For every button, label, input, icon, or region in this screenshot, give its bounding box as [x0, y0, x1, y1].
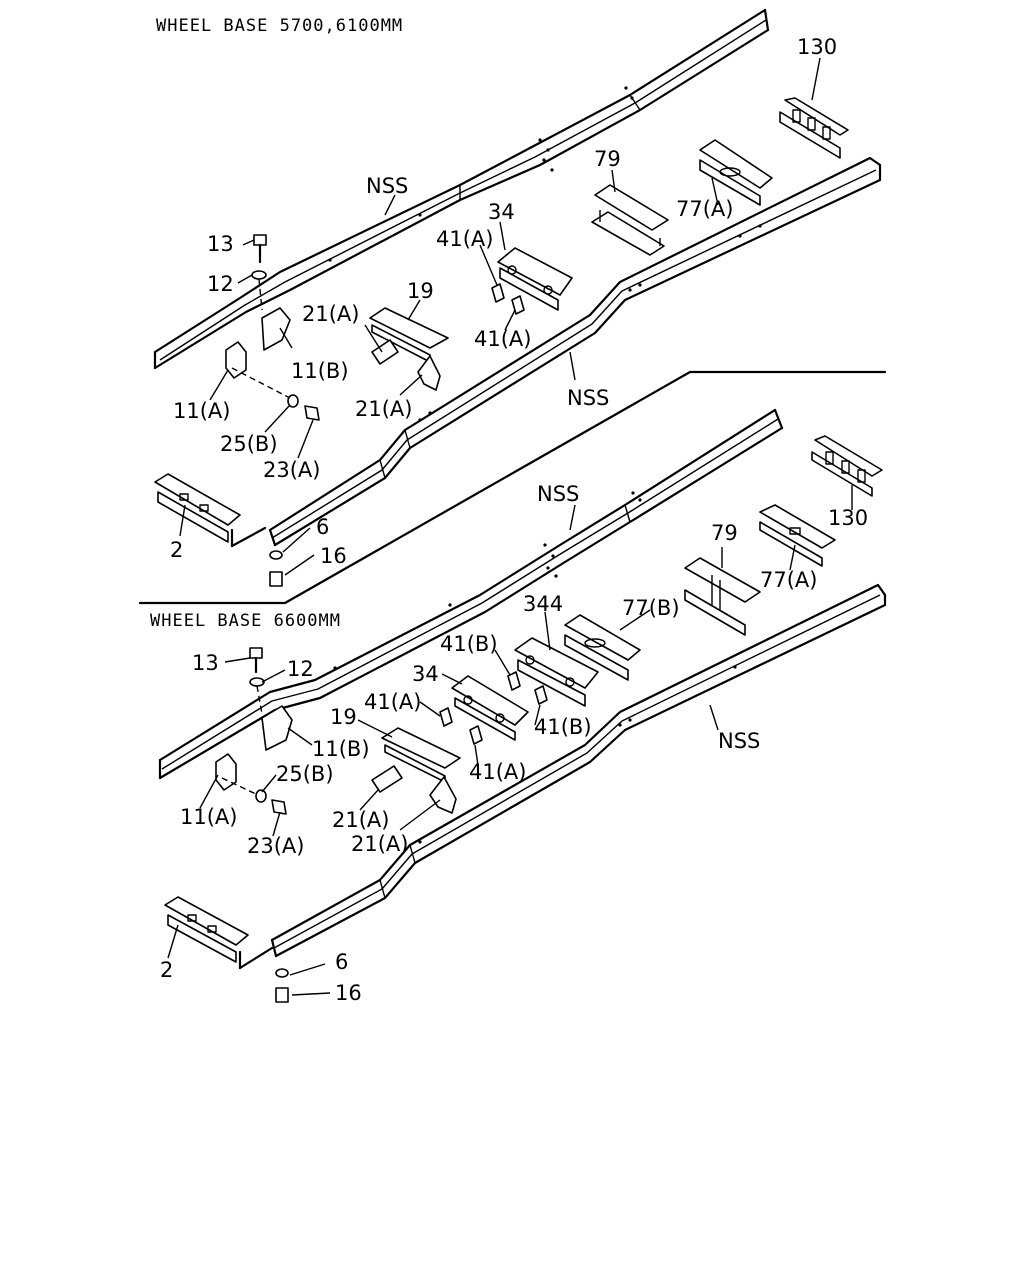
bottom-part-77b-crossmember	[564, 614, 641, 681]
top-label-41a-lower: 41(A)	[474, 327, 531, 351]
top-label-77a: 77(A)	[676, 197, 733, 221]
bottom-label-23a: 23(A)	[247, 834, 304, 858]
bottom-label-12: 12	[287, 657, 314, 681]
top-label-11b: 11(B)	[291, 359, 349, 383]
top-part-21a-brackets	[371, 339, 441, 391]
bottom-callout-labels: 130 NSS 79 77(A) 344 77(B) 41(B) 34 41(A…	[160, 482, 868, 1005]
top-part-79-crossmember	[591, 184, 669, 256]
bottom-part-2-front-crossmember	[164, 896, 274, 970]
bottom-right-side-rail	[270, 583, 887, 958]
bottom-label-11b: 11(B)	[312, 737, 370, 761]
bottom-label-19: 19	[330, 705, 357, 729]
top-label-11a: 11(A)	[173, 399, 230, 423]
top-part-41a-brackets	[491, 283, 525, 315]
top-label-2: 2	[170, 538, 183, 562]
top-part-130-crossmember	[779, 97, 849, 159]
bottom-label-2: 2	[160, 958, 173, 982]
bottom-label-130: 130	[828, 506, 868, 530]
bottom-label-41b-upper: 41(B)	[440, 632, 498, 656]
bottom-label-21a-upper: 21(A)	[332, 808, 389, 832]
bottom-label-nss-upper: NSS	[537, 482, 579, 506]
bottom-label-77b: 77(B)	[622, 596, 680, 620]
top-callout-labels: 130 79 77(A) NSS 34 41(A) 41(A) 13 12 19…	[170, 35, 837, 568]
bottom-part-41-brackets	[439, 671, 548, 745]
top-part-19-crossmember	[369, 307, 449, 363]
top-part-2-front-crossmember	[154, 473, 267, 548]
bottom-label-344: 344	[523, 592, 563, 616]
bottom-part-21a-brackets	[371, 765, 457, 814]
top-label-16: 16	[320, 544, 347, 568]
top-label-21a-lower: 21(A)	[355, 397, 412, 421]
top-label-130: 130	[797, 35, 837, 59]
bottom-label-41a-lower: 41(A)	[469, 760, 526, 784]
top-right-side-rail	[268, 156, 882, 547]
bottom-label-13: 13	[192, 651, 219, 675]
bottom-label-11a: 11(A)	[180, 805, 237, 829]
bottom-leader-lines	[167, 485, 853, 996]
top-left-side-rail	[153, 8, 770, 370]
top-label-21a-upper: 21(A)	[302, 302, 359, 326]
top-label-41a-upper: 41(A)	[436, 227, 493, 251]
top-label-nss-lower: NSS	[567, 386, 609, 410]
top-label-19: 19	[407, 279, 434, 303]
top-label-79: 79	[594, 147, 621, 171]
top-leader-lines	[179, 57, 821, 576]
bottom-part-344-crossmember	[514, 637, 599, 707]
section-divider	[138, 370, 887, 605]
bottom-label-16: 16	[335, 981, 362, 1005]
bottom-part-77a-crossmember	[759, 504, 836, 567]
bottom-label-77a: 77(A)	[760, 568, 817, 592]
bottom-label-41a-upper: 41(A)	[364, 690, 421, 714]
bottom-part-79-crossmember	[684, 557, 761, 636]
bottom-rivet-holes	[333, 491, 737, 844]
bottom-part-130-crossmember	[811, 435, 883, 497]
top-label-6: 6	[316, 515, 329, 539]
bottom-label-79: 79	[711, 521, 738, 545]
bottom-fasteners	[221, 647, 289, 1003]
top-label-34: 34	[488, 200, 515, 224]
bottom-label-34: 34	[412, 662, 439, 686]
bottom-label-6: 6	[335, 950, 348, 974]
top-part-77a-crossmember	[699, 139, 773, 206]
top-label-13: 13	[207, 232, 234, 256]
top-fasteners	[231, 234, 320, 587]
bottom-label-21a-lower: 21(A)	[351, 832, 408, 856]
bottom-part-34-crossmember	[451, 675, 529, 741]
top-rivet-holes	[328, 86, 762, 422]
top-label-nss-upper: NSS	[366, 174, 408, 198]
top-label-23a: 23(A)	[263, 458, 320, 482]
top-part-34-crossmember	[497, 247, 573, 311]
top-part-11-brackets	[225, 307, 291, 379]
bottom-label-nss-lower: NSS	[718, 729, 760, 753]
top-label-25b: 25(B)	[220, 432, 278, 456]
bottom-label-25b: 25(B)	[276, 762, 334, 786]
header-wheel-base-bottom: WHEEL BASE 6600MM	[150, 611, 341, 631]
top-label-12: 12	[207, 272, 234, 296]
bottom-frame-group: 130 NSS 79 77(A) 344 77(B) 41(B) 34 41(A…	[158, 408, 887, 1005]
bottom-label-41b-lower: 41(B)	[534, 715, 592, 739]
header-wheel-base-top: WHEEL BASE 5700,6100MM	[156, 16, 403, 36]
top-frame-group: 130 79 77(A) NSS 34 41(A) 41(A) 13 12 19…	[153, 8, 882, 587]
